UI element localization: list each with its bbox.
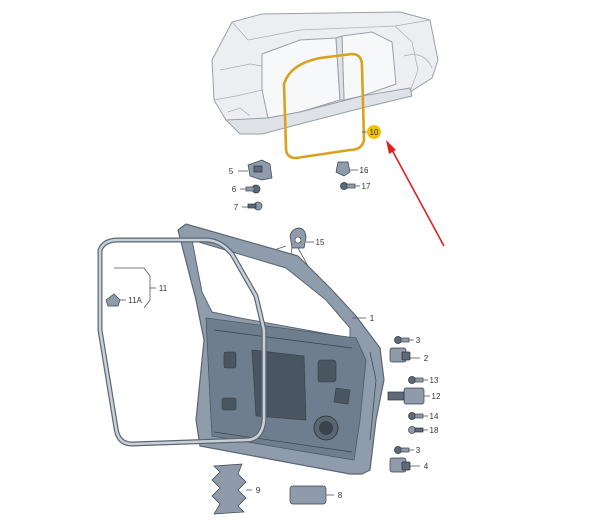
check-strap-part-12 xyxy=(387,387,425,405)
callout-10-badge: 10 xyxy=(367,125,381,139)
callout-16: 16 xyxy=(360,166,369,175)
callout-11a: 11A xyxy=(128,296,142,305)
hinge-part-2 xyxy=(389,347,411,363)
car-body-illustration xyxy=(211,11,439,135)
callout-6: 6 xyxy=(232,185,237,194)
callout-3-upper: 3 xyxy=(416,336,421,345)
screw-part-13 xyxy=(408,376,424,384)
callout-5: 5 xyxy=(229,167,234,176)
callout-11: 11 xyxy=(159,284,168,293)
red-arrow-icon xyxy=(386,140,445,247)
callout-15: 15 xyxy=(316,238,325,247)
callout-14: 14 xyxy=(430,412,439,421)
callout-7: 7 xyxy=(234,203,239,212)
callout-4: 4 xyxy=(424,462,429,471)
bolt-part-14 xyxy=(408,412,424,420)
callout-3-lower: 3 xyxy=(416,446,421,455)
callout-12: 12 xyxy=(432,392,441,401)
callout-17: 17 xyxy=(362,182,371,191)
callout-8: 8 xyxy=(338,491,343,500)
door-seal-illustration xyxy=(97,237,267,447)
pad-part-8 xyxy=(289,485,327,505)
clip-part-16 xyxy=(335,161,351,177)
screw-part-18 xyxy=(408,426,424,434)
callout-9: 9 xyxy=(256,486,261,495)
bolt-part-6 xyxy=(245,184,261,194)
bolt-part-3-upper xyxy=(394,336,410,344)
callout-18: 18 xyxy=(430,426,439,435)
screw-part-17 xyxy=(340,182,356,190)
bracket-part-5 xyxy=(247,159,273,181)
callout-2: 2 xyxy=(424,354,429,363)
bolt-part-3-lower xyxy=(394,446,410,454)
clip-part-11a xyxy=(105,293,121,307)
callout-13: 13 xyxy=(430,376,439,385)
callout-10: 10 xyxy=(370,128,379,137)
insulation-part-9 xyxy=(211,463,247,515)
screw-part-7 xyxy=(247,201,263,211)
door-illustration xyxy=(177,223,385,475)
grommet-part-15 xyxy=(289,227,307,249)
hinge-part-4 xyxy=(389,457,411,473)
callout-1: 1 xyxy=(370,314,375,323)
door-seal-highlight xyxy=(282,52,366,160)
